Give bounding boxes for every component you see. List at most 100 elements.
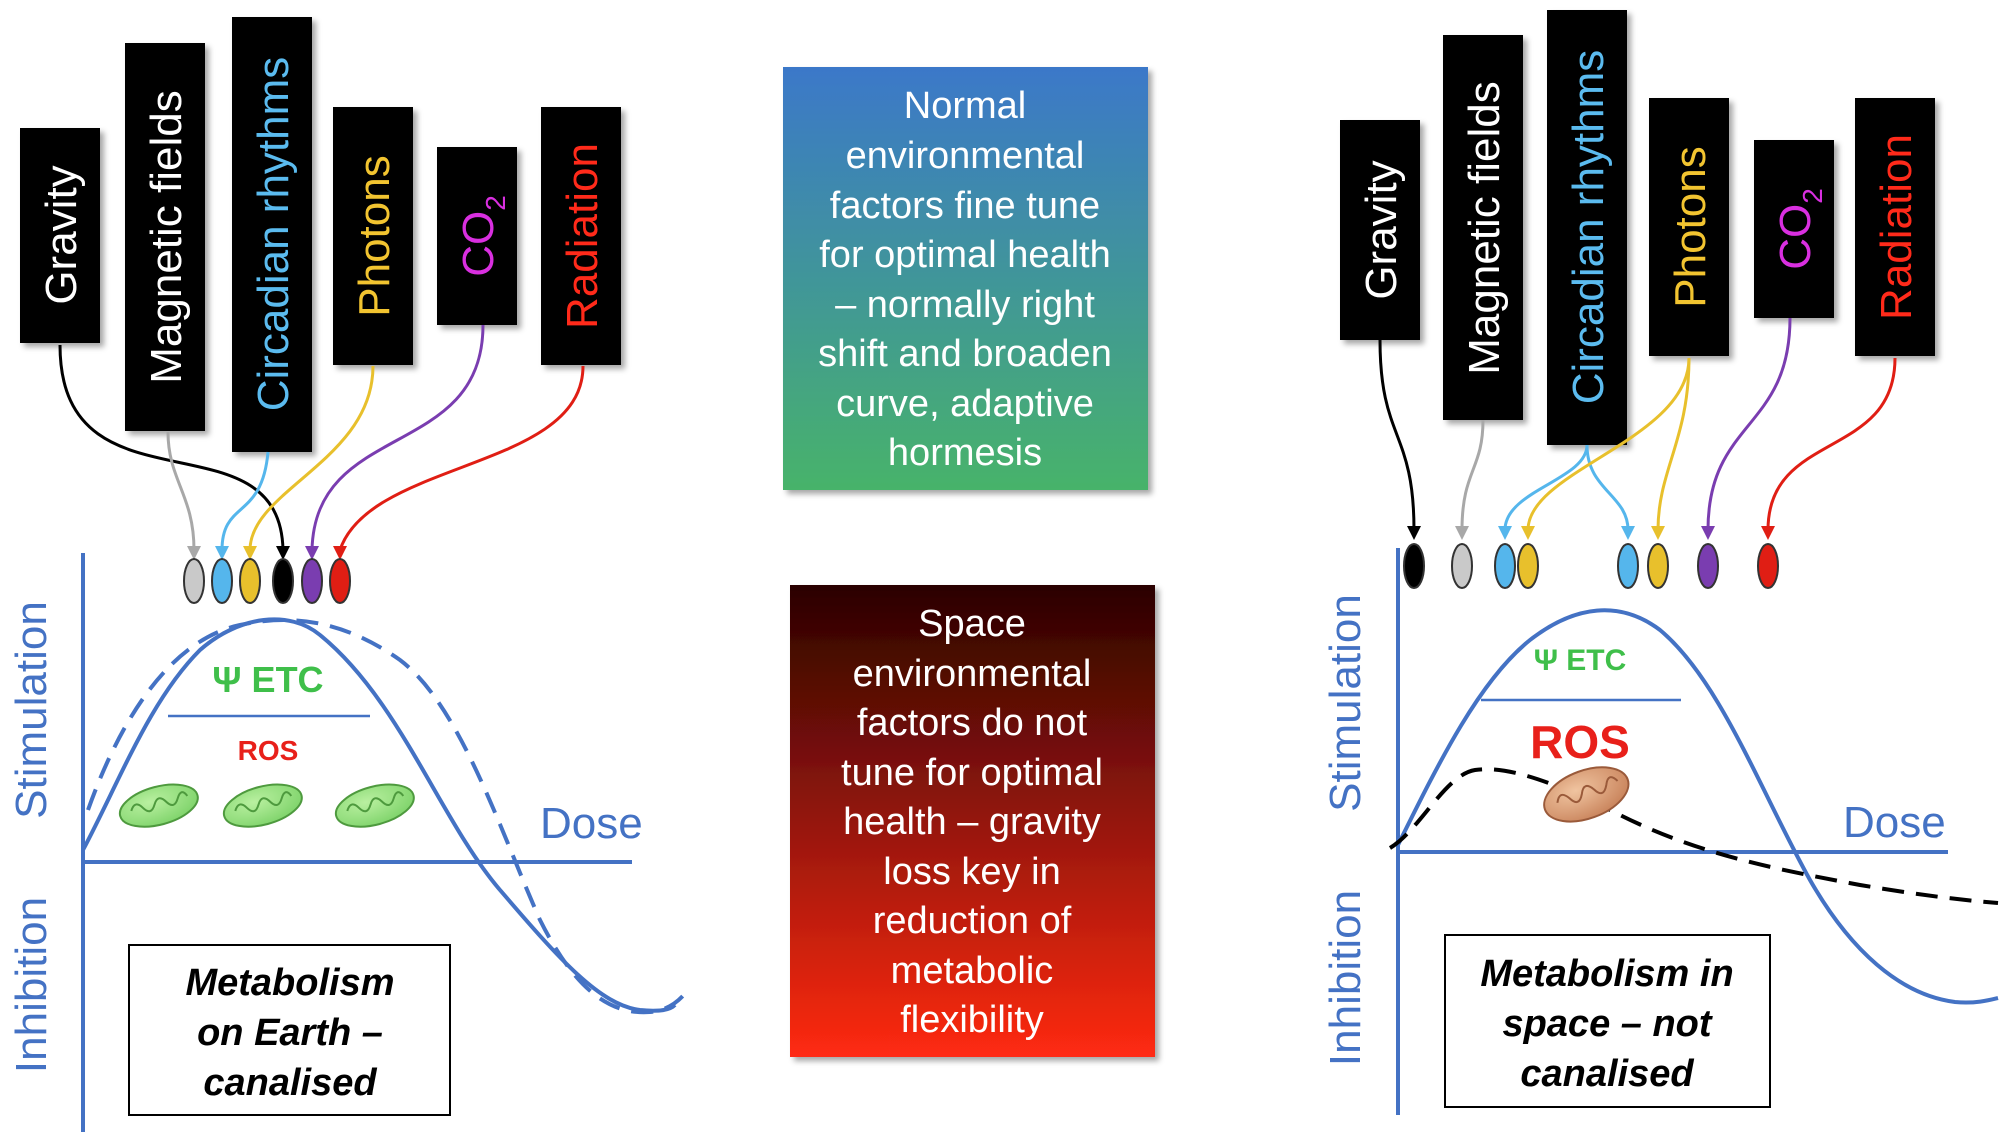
right-x-label-dose: Dose [1843,798,1946,847]
left-caption-line-3: canalised [203,1062,377,1104]
factor-label-magnetic-fields: Magnetic fields [1460,81,1509,374]
arrowhead-co2 [305,546,319,560]
center-bottom-line-1: Space [918,603,1026,645]
center-top-line-5: – normally right [835,284,1095,326]
receptor-radiation [329,558,351,604]
factor-label-photons: Photons [350,155,399,316]
right-caption-line-1: Metabolism in [1480,953,1733,995]
factor-label-circadian-rhythms: Circadian rhythms [1564,50,1613,405]
factor-label-co2: CO2 [1771,188,1828,270]
right-ros-label: ROS [1530,716,1630,768]
left-dashed-curve [86,618,690,1015]
center-top-line-3: factors fine tune [830,185,1100,227]
right-y-label-inhibition: Inhibition [1321,890,1370,1066]
factor-box-gravity: Gravity [20,128,100,343]
factor-box-photons: Photons [1649,98,1729,356]
left-y-label-inhibition: Inhibition [7,897,56,1073]
receptor-gravity [272,558,294,604]
center-top-line-1: Normal [904,85,1026,127]
factor-label-co2-main: CO [454,211,503,277]
right-caption-box: Metabolism in space – not canalised [1444,934,1771,1108]
arrow-co2 [1706,317,1792,531]
arrowhead-co2 [1701,526,1715,540]
arrowhead-photons [243,546,257,560]
right-factor-boxes: Gravity Magnetic fields Circadian rhythm… [1340,10,1935,445]
right-y-label-stimulation: Stimulation [1321,594,1370,812]
factor-label-radiation: Radiation [1872,134,1921,320]
factor-label-co2-sub: 2 [1797,188,1828,204]
arrow-photons [248,365,375,551]
center-bottom-line-6: loss key in [883,851,1060,893]
arrowhead-gravity [276,546,290,560]
left-factor-boxes: Gravity Magnetic fields Circadian rhythm… [20,17,621,452]
factor-label-co2: CO2 [454,195,511,277]
factor-label-photons: Photons [1666,146,1715,307]
arrowhead-magnetic-fields [187,546,201,560]
factor-box-magnetic-fields: Magnetic fields [1443,35,1523,420]
receptor-photons [1517,543,1539,589]
arrowhead-radiation [1761,526,1775,540]
mitochondrion-icon [1543,766,1630,823]
right-receptors [1403,543,1779,589]
factor-label-gravity: Gravity [37,165,86,304]
receptor-circadian [211,558,233,604]
arrow-circadian-rhythms [220,451,270,551]
factor-label-gravity: Gravity [1357,160,1406,299]
center-bottom-line-5: health – gravity [843,801,1101,843]
right-caption-line-3: canalised [1520,1053,1694,1095]
arrowhead-circadian-rhythms [215,546,229,560]
center-bottom-line-9: flexibility [900,999,1044,1041]
left-caption-box: Metabolism on Earth – canalised [128,944,451,1116]
receptor-photons [239,558,261,604]
right-panel: Gravity Magnetic fields Circadian rhythm… [1321,10,1999,1115]
factor-box-magnetic-fields: Magnetic fields [125,43,205,431]
factor-box-radiation: Radiation [541,107,621,365]
arrowhead-circadian-rhythms [1498,526,1512,540]
factor-box-co2: CO2 [437,147,517,325]
factor-label-circadian-rhythms: Circadian rhythms [249,57,298,412]
left-arrows [58,324,585,560]
factor-box-radiation: Radiation [1855,98,1935,356]
left-y-label-stimulation: Stimulation [7,601,56,819]
factor-label-radiation: Radiation [558,143,607,329]
left-x-label-dose: Dose [540,799,643,848]
receptor-co2 [1697,543,1719,589]
right-etc-label: Ψ ETC [1534,644,1627,677]
arrowhead-gravity [1407,526,1421,540]
center-top-line-4: for optimal health [819,234,1111,276]
left-ros-label: ROS [238,735,299,766]
arrow-co2 [310,324,485,551]
arrowhead-magnetic-fields [1455,526,1469,540]
left-receptors [183,558,351,604]
center-top-line-7: curve, adaptive [836,383,1094,425]
factor-box-circadian-rhythms: Circadian rhythms [1547,10,1627,445]
left-solid-curve [81,617,677,1013]
center-bottom-box: Space environmental factors do not tune … [790,585,1155,1057]
arrow-magnetic-fields [166,431,196,551]
factor-label-magnetic-fields: Magnetic fields [142,90,191,383]
factor-box-gravity: Gravity [1340,120,1420,340]
receptor-radiation [1757,543,1779,589]
arrow-radiation [1766,357,1897,531]
arrowhead-circadian-rhythms [1621,526,1635,540]
receptor-circadian [1494,543,1516,589]
arrow-radiation [338,365,585,551]
receptor-co2 [301,558,323,604]
right-caption-line-2: space – not [1502,1003,1712,1045]
left-etc-label: Ψ ETC [212,659,323,700]
center-top-line-6: shift and broaden [818,333,1112,375]
left-panel: Gravity Magnetic fields Circadian rhythm… [7,17,690,1132]
arrow-photons-b [1656,357,1691,531]
right-dashed-curve [1388,767,1999,905]
arrowhead-photons [1651,526,1665,540]
center-top-box: Normal environmental factors fine tune f… [783,67,1148,490]
arrow-gravity [1378,339,1416,531]
right-arrows [1378,317,1897,540]
factor-box-co2: CO2 [1754,140,1834,318]
left-caption-line-1: Metabolism [185,962,394,1004]
center-bottom-line-3: factors do not [857,702,1088,744]
arrowhead-radiation [333,546,347,560]
center-bottom-line-4: tune for optimal [841,752,1103,794]
center-bottom-line-7: reduction of [873,900,1072,942]
